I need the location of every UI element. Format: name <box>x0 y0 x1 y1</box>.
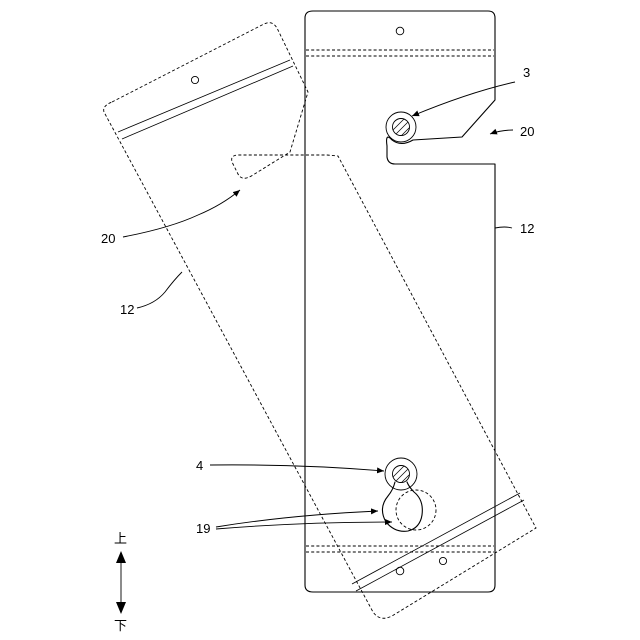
label-ref-12-right: 12 <box>520 221 534 236</box>
label-ref-4: 4 <box>196 458 203 473</box>
direction-up-label: 上 <box>114 532 127 547</box>
tilted-top-hole <box>191 76 198 83</box>
lower-pin-4 <box>382 455 420 493</box>
direction-down-label: 下 <box>114 619 127 634</box>
lower-pin-collar <box>385 458 417 490</box>
tilted-fold-line-bottom-b <box>356 500 524 591</box>
leader-12-right <box>495 227 512 228</box>
label-ref-20-right: 20 <box>520 124 534 139</box>
leader-20-left <box>123 190 240 237</box>
tilted-hanger-panel <box>104 23 536 619</box>
upright-hanger-panel <box>305 11 495 592</box>
leader-4 <box>210 465 384 471</box>
direction-arrow-down-head <box>116 602 126 614</box>
leader-20-right <box>490 130 513 134</box>
direction-indicator: 上 下 <box>114 532 127 634</box>
upper-pin-collar <box>386 112 416 142</box>
tilted-fold-line-top-b <box>122 66 293 139</box>
lower-keyhole-19 <box>382 482 436 531</box>
upright-bottom-hole <box>396 567 404 575</box>
tilted-fold-line-top-a <box>118 60 290 132</box>
tilted-bottom-hole <box>439 557 446 564</box>
leader-19-a <box>216 511 378 527</box>
label-ref-20-left: 20 <box>101 231 115 246</box>
label-ref-19: 19 <box>196 521 210 536</box>
upright-panel-outline <box>305 11 495 592</box>
label-ref-12-left: 12 <box>120 302 134 317</box>
leader-12-left <box>137 272 182 308</box>
reference-labels: 3 20 12 20 12 4 19 <box>101 65 534 536</box>
keyhole-outline <box>382 482 422 531</box>
keyhole-dashed-circle <box>396 490 436 530</box>
label-ref-3: 3 <box>523 65 530 80</box>
leader-3 <box>412 82 515 116</box>
upright-top-hole <box>396 27 404 35</box>
direction-arrow-up-head <box>116 551 126 563</box>
lower-pin-hatching <box>382 455 420 493</box>
leader-lines <box>123 82 515 529</box>
